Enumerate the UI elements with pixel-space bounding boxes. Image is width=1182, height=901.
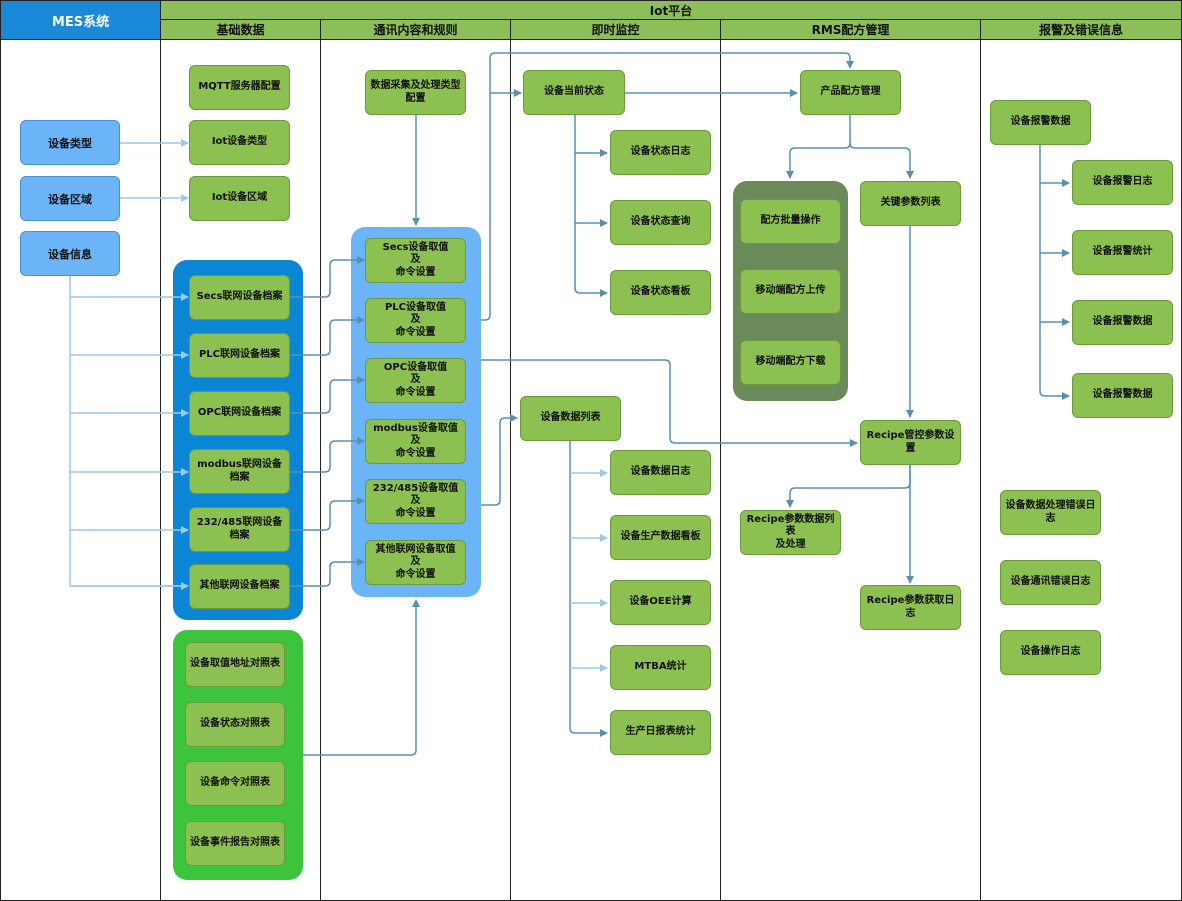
other-device-archive[interactable]: 其他联网设备档案 (189, 564, 290, 609)
data-processing-error-log[interactable]: 设备数据处理错误日 志 (1000, 490, 1101, 535)
column-divider (720, 40, 721, 901)
mes-device-area[interactable]: 设备区域 (20, 176, 120, 221)
mes-system-header: MES系统 (0, 0, 161, 40)
device-status-query[interactable]: 设备状态查询 (610, 200, 711, 245)
device-status-board[interactable]: 设备状态看板 (610, 270, 711, 315)
column-header-rms: RMS配方管理 (720, 19, 981, 40)
column-header-alarm-errors: 报警及错误信息 (980, 19, 1182, 40)
key-parameter-list[interactable]: 关键参数列表 (860, 181, 961, 226)
column-header-realtime-monitor: 即时监控 (510, 19, 721, 40)
device-status-log[interactable]: 设备状态日志 (610, 130, 711, 175)
modbus-value-command-settings[interactable]: modbus设备取值 及 命令设置 (365, 419, 466, 464)
mtba-statistics[interactable]: MTBA统计 (610, 645, 711, 690)
device-data-log[interactable]: 设备数据日志 (610, 450, 711, 495)
column-divider (160, 40, 161, 901)
communication-error-log[interactable]: 设备通讯错误日志 (1000, 560, 1101, 605)
mes-device-type[interactable]: 设备类型 (20, 120, 120, 165)
address-mapping-table[interactable]: 设备取值地址对照表 (185, 642, 285, 687)
production-data-board[interactable]: 设备生产数据看板 (610, 515, 711, 560)
command-mapping-table[interactable]: 设备命令对照表 (185, 761, 285, 806)
secs-value-command-settings[interactable]: Secs设备取值 及 命令设置 (365, 238, 466, 283)
recipe-fetch-log[interactable]: Recipe参数获取日志 (860, 585, 961, 630)
device-alarm-statistics[interactable]: 设备报警统计 (1072, 230, 1173, 275)
rs232-485-device-archive[interactable]: 232/485联网设备 档案 (189, 507, 290, 552)
opc-device-archive[interactable]: OPC联网设备档案 (189, 391, 290, 436)
device-alarm-log[interactable]: 设备报警日志 (1072, 160, 1173, 205)
recipe-control-settings[interactable]: Recipe管控参数设置 (860, 420, 961, 465)
product-recipe-management[interactable]: 产品配方管理 (800, 70, 901, 115)
device-alarm-data[interactable]: 设备报警数据 (990, 100, 1091, 145)
secs-device-archive[interactable]: Secs联网设备档案 (189, 275, 290, 320)
rs232-485-value-command-settings[interactable]: 232/485设备取值 及 命令设置 (365, 479, 466, 524)
comm-settings-group (351, 227, 481, 597)
plc-value-command-settings[interactable]: PLC设备取值 及 命令设置 (365, 298, 466, 343)
device-alarm-data-item[interactable]: 设备报警数据 (1072, 373, 1173, 418)
mes-device-info[interactable]: 设备信息 (20, 231, 120, 276)
opc-value-command-settings[interactable]: OPC设备取值 及 命令设置 (365, 358, 466, 403)
other-value-command-settings[interactable]: 其他联网设备取值 及 命令设置 (365, 540, 466, 585)
column-divider (980, 40, 981, 901)
daily-report-statistics[interactable]: 生产日报表统计 (610, 710, 711, 755)
plc-device-archive[interactable]: PLC联网设备档案 (189, 333, 290, 378)
mobile-recipe-download[interactable]: 移动端配方下载 (740, 340, 841, 385)
mqtt-server-config[interactable]: MQTT服务器配置 (189, 65, 290, 110)
recipe-batch-operation[interactable]: 配方批量操作 (740, 199, 841, 244)
iot-device-type[interactable]: Iot设备类型 (189, 120, 290, 165)
device-current-status[interactable]: 设备当前状态 (523, 70, 625, 115)
oee-calculation[interactable]: 设备OEE计算 (610, 580, 711, 625)
device-alarm-data-item[interactable]: 设备报警数据 (1072, 300, 1173, 345)
device-operation-log[interactable]: 设备操作日志 (1000, 630, 1101, 675)
data-collection-config[interactable]: 数据采集及处理类型 配置 (365, 70, 466, 115)
archive-group (173, 260, 303, 620)
column-divider (320, 40, 321, 901)
recipe-data-list[interactable]: Recipe参数数据列表 及处理 (740, 510, 841, 555)
modbus-device-archive[interactable]: modbus联网设备 档案 (189, 449, 290, 494)
event-report-mapping-table[interactable]: 设备事件报告对照表 (185, 821, 285, 866)
mobile-recipe-upload[interactable]: 移动端配方上传 (740, 269, 841, 314)
column-divider (510, 40, 511, 901)
column-header-base-data: 基础数据 (160, 19, 321, 40)
device-data-list[interactable]: 设备数据列表 (520, 396, 621, 441)
status-mapping-table[interactable]: 设备状态对照表 (185, 702, 285, 747)
iot-device-area[interactable]: Iot设备区域 (189, 176, 290, 221)
